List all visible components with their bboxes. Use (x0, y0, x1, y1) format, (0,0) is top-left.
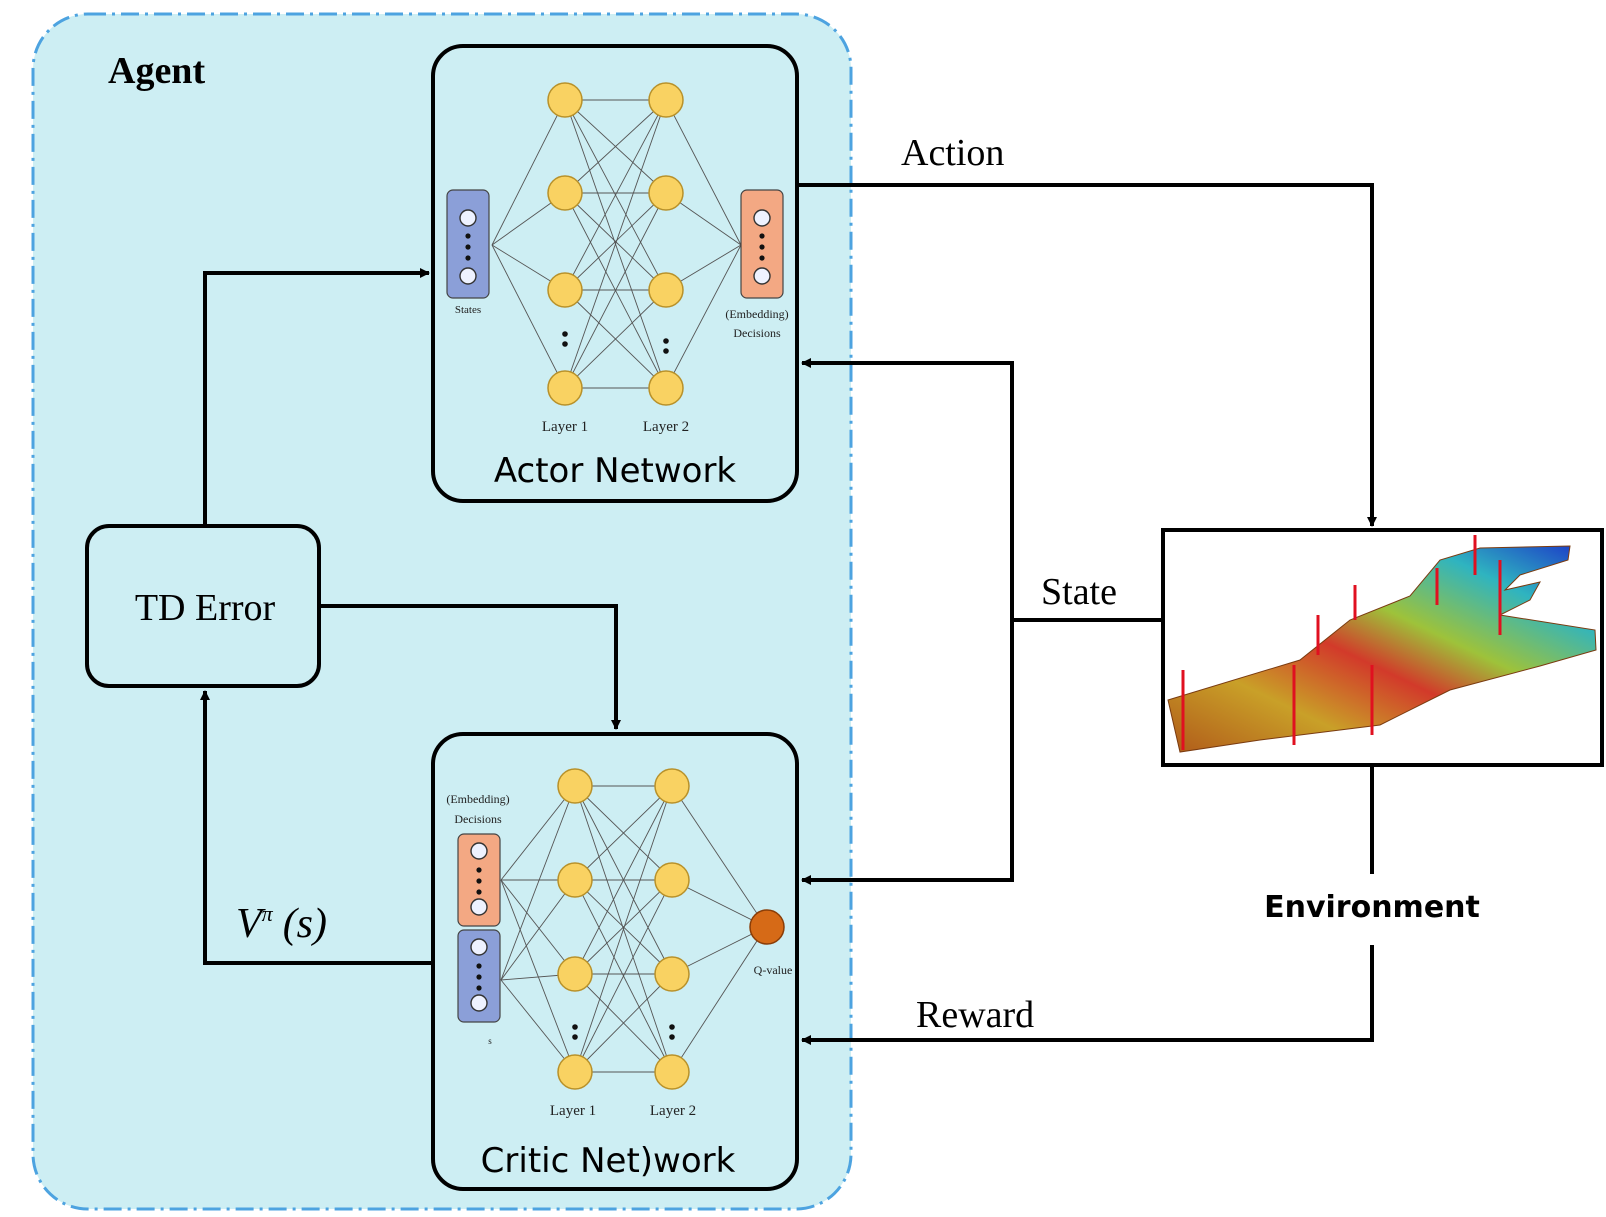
agent-label: Agent (108, 50, 205, 92)
hidden-node (648, 370, 684, 406)
ellipsis-dot (476, 878, 482, 884)
critic-states-label: s (488, 1036, 492, 1046)
ellipsis-dot (465, 255, 471, 261)
network-edges (500, 785, 767, 1073)
hidden-node (557, 1054, 593, 1090)
ellipsis-dot (465, 233, 471, 239)
ellipsis-dot (759, 244, 765, 250)
hidden-node (648, 175, 684, 211)
agent-container (31, 12, 853, 1211)
actor-output-label-1: (Embedding) (725, 307, 788, 321)
hidden-node (654, 956, 690, 992)
critic-layer2-label: Layer 2 (650, 1103, 696, 1119)
arrow-critic-to-td (200, 690, 433, 965)
hidden-node (557, 768, 593, 804)
arrow-state-to-critic (801, 620, 1014, 885)
arrow-action (797, 183, 1377, 527)
ellipsis-dot (562, 341, 568, 347)
states-input-capsule (446, 189, 490, 299)
ellipsis-dot (759, 255, 765, 261)
hidden-node (654, 862, 690, 898)
critic-qvalue-label: Q-value (754, 963, 793, 977)
ellipsis-dot (759, 233, 765, 239)
hidden-node (648, 82, 684, 118)
capsule-node (753, 209, 771, 227)
arrow-reward (801, 945, 1374, 1045)
hidden-node (547, 272, 583, 308)
td-error-label: TD Error (135, 587, 276, 629)
arrow-td-to-actor (203, 268, 430, 526)
critic-input-label-2: Decisions (454, 812, 502, 826)
state-label: State (1041, 571, 1117, 613)
hidden-node (557, 956, 593, 992)
actor-network-graph (446, 82, 784, 406)
ellipsis-dot (476, 889, 482, 895)
hidden-node (557, 862, 593, 898)
ellipsis-dot (663, 348, 669, 354)
ellipsis-dot (669, 1034, 675, 1040)
critic-network-graph (457, 768, 785, 1090)
value-function-label: Vπ(s) (236, 901, 327, 947)
critic-network-title: Critic Net)work (481, 1141, 736, 1181)
actor-network-box (431, 44, 799, 503)
actor-layer2-label: Layer 2 (643, 419, 689, 435)
ellipsis-dot (476, 963, 482, 969)
actor-states-label: States (455, 304, 481, 316)
ellipsis-dot (476, 867, 482, 873)
hidden-node (654, 1054, 690, 1090)
ellipsis-dot (663, 338, 669, 344)
capsule-node (470, 898, 488, 916)
capsule-node (470, 938, 488, 956)
ellipsis-dot (476, 974, 482, 980)
action-label: Action (901, 132, 1004, 174)
ellipsis-dot (465, 244, 471, 250)
environment-label: Environment (1264, 890, 1480, 925)
capsule-node (459, 209, 477, 227)
embedding-output-capsule (740, 189, 784, 299)
hidden-node (547, 82, 583, 118)
actor-output-label-2: Decisions (733, 326, 781, 340)
hidden-node (648, 272, 684, 308)
capsule-node (470, 994, 488, 1012)
hidden-node (547, 175, 583, 211)
q-value-node (749, 909, 785, 945)
ellipsis-dot (669, 1024, 675, 1030)
capsule-node (470, 842, 488, 860)
arrow-state-to-actor (801, 358, 1163, 622)
network-edges (491, 99, 742, 389)
hidden-node (547, 370, 583, 406)
reward-label: Reward (916, 994, 1034, 1036)
arrow-td-to-critic (319, 604, 621, 730)
ellipsis-dot (572, 1024, 578, 1030)
critic-layer1-label: Layer 1 (550, 1103, 596, 1119)
capsule-node (459, 267, 477, 285)
actor-network-title: Actor Network (494, 451, 737, 491)
ellipsis-dot (572, 1034, 578, 1040)
critic-input-label-1: (Embedding) (446, 792, 509, 806)
ellipsis-dot (476, 985, 482, 991)
actor-layer1-label: Layer 1 (542, 419, 588, 435)
ellipsis-dot (562, 331, 568, 337)
hidden-node (654, 768, 690, 804)
capsule-node (753, 267, 771, 285)
hand-pressure-map-image (1167, 535, 1597, 753)
